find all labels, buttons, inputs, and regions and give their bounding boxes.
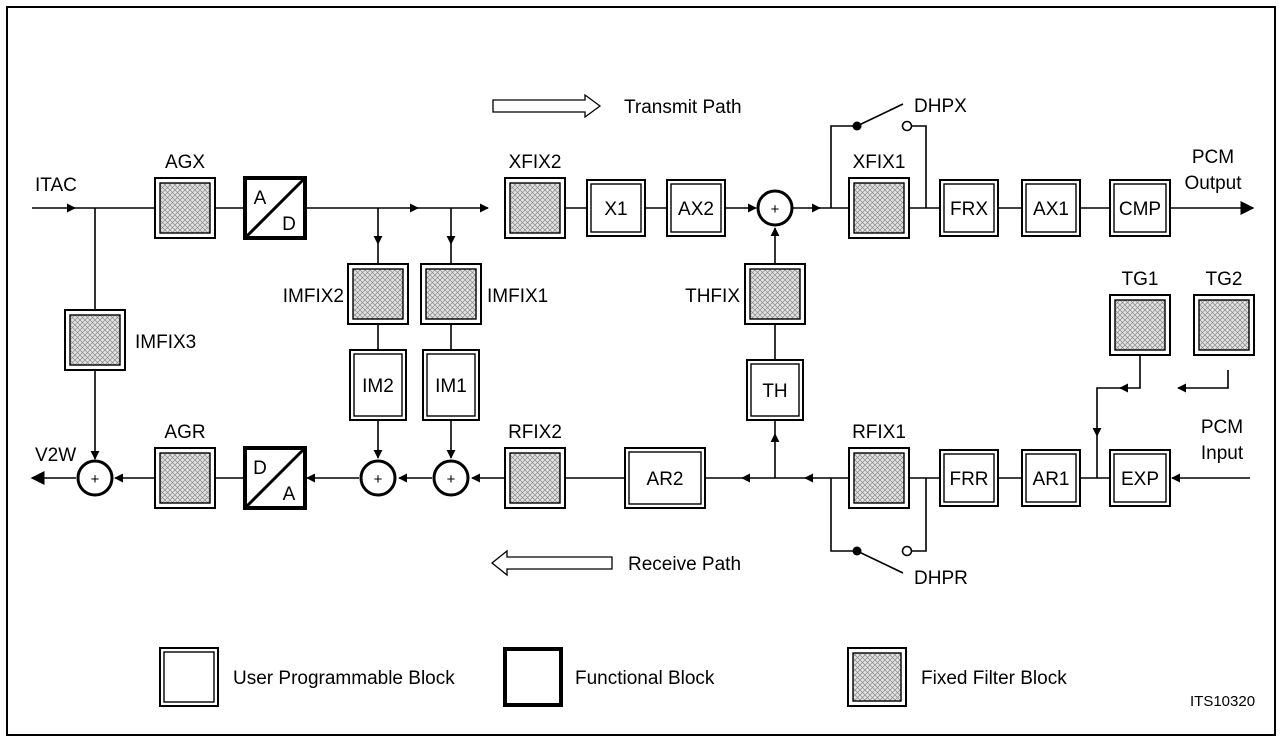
ad-label-d: D [282, 214, 296, 235]
tg2-block [1193, 294, 1255, 356]
x1-block: X1 [586, 179, 646, 237]
rfix1-block [848, 447, 910, 509]
rfix1-label: RFIX1 [852, 422, 906, 443]
plus-symbol: + [374, 471, 383, 488]
thfix-block [744, 263, 806, 325]
da-label-d: D [253, 458, 267, 479]
th-label: TH [762, 381, 787, 402]
pcm-output-label-line1: PCM [1192, 147, 1234, 168]
switch-pivot-dot [852, 121, 862, 131]
imfix3-block [64, 309, 126, 371]
agx-label: AGX [165, 152, 205, 173]
hollow-left-arrow-icon [490, 549, 613, 577]
dhpr-switch [852, 545, 913, 557]
th-block: TH [746, 359, 804, 421]
frx-block: FRX [939, 179, 999, 237]
legend-functional: Functional Block [503, 647, 715, 707]
xfix1-label: XFIX1 [853, 152, 906, 173]
ar2-label: AR2 [647, 469, 684, 490]
v2w-label: V2W [35, 445, 76, 466]
rfix2-block [504, 447, 566, 509]
pcm-output-label-line2: Output [1184, 173, 1242, 194]
dhpx-label: DHPX [914, 96, 967, 117]
frr-block: FRR [939, 449, 999, 507]
hollow-right-arrow-icon [492, 93, 602, 119]
im1-block: IM1 [422, 349, 480, 421]
imfix1-label: IMFIX1 [487, 286, 548, 307]
plus-symbol: + [447, 471, 456, 488]
ax1-label: AX1 [1033, 199, 1069, 220]
tg2-label: TG2 [1206, 269, 1243, 290]
xfix2-block [504, 177, 566, 239]
plus-symbol: + [771, 201, 780, 218]
transmit-summing-node: + [756, 189, 794, 227]
receive-path-label: Receive Path [628, 554, 741, 575]
thfix-label: THFIX [685, 286, 740, 307]
ar1-block: AR1 [1021, 449, 1081, 507]
im2-summing-node: + [359, 459, 397, 497]
legend-user-programmable: User Programmable Block [159, 647, 455, 707]
rfix2-label: RFIX2 [508, 422, 562, 443]
tg1-label: TG1 [1122, 269, 1159, 290]
pcm-input-label-line2: Input [1201, 443, 1244, 464]
imfix2-label: IMFIX2 [283, 286, 344, 307]
switch-contact-dot [901, 120, 913, 132]
figure-id: ITS10320 [1190, 693, 1255, 710]
switch-contact-dot [901, 545, 913, 557]
ax2-label: AX2 [678, 199, 714, 220]
imfix2-block [347, 263, 409, 325]
ar2-block: AR2 [624, 447, 706, 509]
xfix2-label: XFIX2 [509, 152, 562, 173]
block-labels: ITAC AGX XFIX2 XFIX1 DHPX PCM Output IMF… [35, 96, 1244, 589]
ad-label-a: A [254, 188, 267, 209]
im2-block: IM2 [349, 349, 407, 421]
plus-symbol: + [91, 471, 100, 488]
transmit-path-label: Transmit Path [624, 97, 742, 118]
legend-user-label: User Programmable Block [233, 668, 455, 689]
ax2-block: AX2 [666, 179, 726, 237]
tg1-block [1109, 294, 1171, 356]
agx-block [154, 177, 216, 239]
agr-block [154, 447, 216, 509]
frr-label: FRR [949, 469, 988, 490]
x1-label: X1 [604, 199, 627, 220]
legend-functional-label: Functional Block [575, 668, 715, 689]
itac-label: ITAC [35, 175, 77, 196]
legend: User Programmable Block Functional Block… [159, 647, 1067, 707]
ax1-block: AX1 [1021, 179, 1081, 237]
imfix3-label: IMFIX3 [135, 332, 196, 353]
xfix1-block [848, 177, 910, 239]
ar1-label: AR1 [1033, 469, 1070, 490]
dhpr-label: DHPR [914, 568, 968, 589]
signal-wires [30, 103, 1255, 574]
da-label-a: A [283, 484, 296, 505]
im2-label: IM2 [362, 376, 394, 397]
legend-fixed-filter: Fixed Filter Block [847, 647, 1067, 707]
v2w-summing-node: + [76, 459, 114, 497]
da-converter-block: D A [243, 446, 307, 510]
frx-label: FRX [950, 199, 988, 220]
diagram-frame [6, 6, 1276, 736]
cmp-block: CMP [1109, 179, 1171, 237]
legend-fixed-label: Fixed Filter Block [921, 668, 1067, 689]
exp-label: EXP [1121, 469, 1159, 490]
transmit-path-indicator: Transmit Path [492, 93, 742, 119]
switch-pivot-dot [852, 546, 862, 556]
agr-label: AGR [164, 422, 205, 443]
cmp-label: CMP [1119, 199, 1161, 220]
im1-summing-node: + [432, 459, 470, 497]
receive-path-indicator: Receive Path [490, 549, 741, 577]
exp-block: EXP [1109, 449, 1171, 507]
pcm-input-label-line1: PCM [1201, 417, 1243, 438]
ad-converter-block: A D [243, 176, 307, 240]
im1-label: IM1 [435, 376, 467, 397]
imfix1-block [420, 263, 482, 325]
dhpx-switch [852, 120, 913, 132]
